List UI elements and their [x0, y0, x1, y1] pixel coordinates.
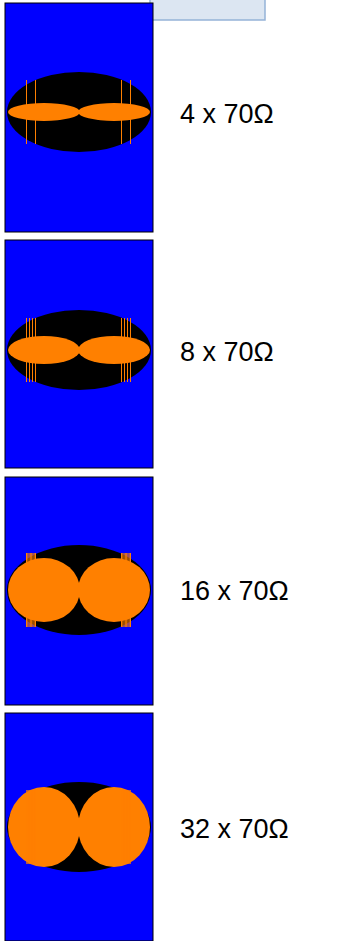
- wire-line: [30, 790, 31, 864]
- wire-line: [126, 553, 127, 627]
- coil-panel: [5, 3, 153, 232]
- wire-line: [121, 790, 122, 864]
- wire-line: [26, 790, 27, 864]
- wire-line: [129, 790, 130, 864]
- black-ellipse: [7, 72, 151, 152]
- wire-line: [126, 790, 127, 864]
- wire-line: [122, 790, 123, 864]
- wire-line: [123, 790, 124, 864]
- wire-line: [26, 80, 27, 144]
- wire-line: [34, 790, 35, 864]
- wire-line: [32, 318, 33, 382]
- wire-line: [29, 553, 30, 627]
- wire-line: [31, 790, 32, 864]
- wire-line: [30, 790, 31, 864]
- wire-line: [33, 790, 34, 864]
- coil-panel: [5, 713, 153, 941]
- wire-line: [124, 790, 125, 864]
- orange-ellipse: [8, 558, 80, 622]
- background-panel: [5, 3, 153, 232]
- wire-line: [34, 553, 35, 627]
- wire-line: [128, 790, 129, 864]
- wire-line: [121, 80, 122, 144]
- wire-line: [122, 553, 123, 627]
- wire-line: [28, 790, 29, 864]
- wire-line: [121, 553, 122, 627]
- orange-ellipse: [78, 558, 150, 622]
- background-panel: [5, 477, 153, 705]
- wire-line: [31, 553, 32, 627]
- wire-line: [33, 790, 34, 864]
- wire-line: [27, 790, 28, 864]
- wire-line: [29, 790, 30, 864]
- wire-line: [29, 318, 30, 382]
- wire-line: [26, 553, 27, 627]
- background-panel: [5, 713, 153, 941]
- wire-line: [30, 553, 31, 627]
- wire-line: [124, 318, 125, 382]
- wire-line: [35, 318, 36, 382]
- orange-ellipse: [78, 103, 150, 121]
- wire-line: [35, 790, 36, 864]
- wire-line: [130, 790, 131, 864]
- coil-label: 16 x 70Ω: [180, 577, 289, 607]
- wire-line: [121, 318, 122, 382]
- coil-label: 4 x 70Ω: [180, 100, 274, 130]
- coil-label: 8 x 70Ω: [180, 338, 274, 368]
- background-panel: [5, 240, 153, 468]
- header-box: [150, 0, 265, 20]
- orange-ellipse: [78, 336, 150, 364]
- orange-ellipse: [8, 336, 80, 364]
- wire-line: [26, 318, 27, 382]
- wire-line: [32, 553, 33, 627]
- wire-line: [129, 790, 130, 864]
- wire-line: [27, 790, 28, 864]
- wire-line: [27, 553, 28, 627]
- wire-line: [124, 553, 125, 627]
- wire-line: [34, 790, 35, 864]
- black-ellipse: [7, 310, 151, 390]
- wire-line: [130, 80, 131, 144]
- wire-line: [126, 790, 127, 864]
- wire-line: [125, 790, 126, 864]
- wire-line: [125, 790, 126, 864]
- wire-line: [127, 790, 128, 864]
- coil-panel: [5, 240, 153, 468]
- wire-line: [127, 553, 128, 627]
- wire-line: [32, 790, 33, 864]
- black-ellipse: [7, 782, 151, 872]
- coil-panel: [5, 477, 153, 705]
- wire-line: [128, 790, 129, 864]
- wire-line: [130, 553, 131, 627]
- wire-line: [125, 553, 126, 627]
- wire-line: [35, 80, 36, 144]
- coil-label: 32 x 70Ω: [180, 815, 289, 845]
- wire-line: [122, 790, 123, 864]
- wire-line: [31, 790, 32, 864]
- orange-ellipse: [8, 103, 80, 121]
- orange-ellipse: [8, 787, 80, 867]
- wire-line: [35, 553, 36, 627]
- wire-line: [130, 318, 131, 382]
- black-ellipse: [7, 545, 151, 635]
- wire-line: [127, 318, 128, 382]
- wire-line: [123, 790, 124, 864]
- wire-line: [129, 553, 130, 627]
- orange-ellipse: [78, 787, 150, 867]
- wire-line: [28, 790, 29, 864]
